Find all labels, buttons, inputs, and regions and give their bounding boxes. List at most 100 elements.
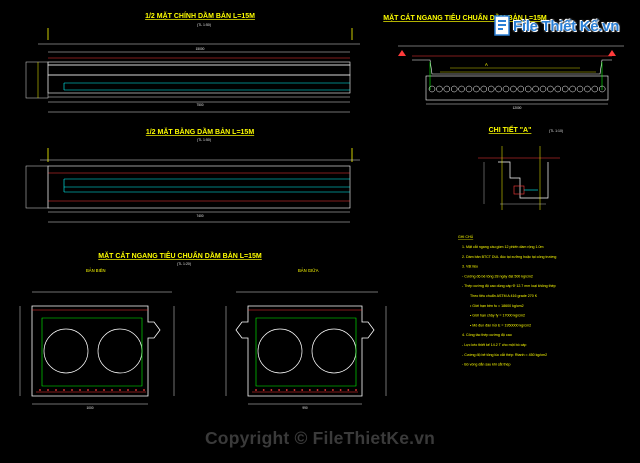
void-circle [576, 85, 584, 93]
copyright-footer: Copyright © FileThietKe.vn [204, 428, 436, 448]
strand-dot [111, 389, 113, 391]
void-circle [532, 85, 539, 93]
strand-dot [119, 389, 121, 391]
void-circle [480, 85, 488, 93]
right-strand-dots [255, 389, 357, 391]
strand-dot [143, 389, 145, 391]
site-logo[interactable]: File Thiết Kế.vn [513, 18, 620, 35]
void-circle [428, 85, 436, 93]
strand-dot [355, 389, 357, 391]
void-circle [450, 85, 458, 93]
strand-dot [103, 389, 105, 391]
void-circle [495, 85, 502, 93]
void-circle [517, 85, 525, 93]
detail-scale: (TL 1:10) [549, 129, 563, 133]
strand-dot [301, 389, 304, 391]
void-circle [584, 85, 591, 93]
void-circle [473, 85, 480, 93]
elevation-title: 1/2 MẶT CHÍNH DẦM BẢN L=15M [145, 10, 255, 20]
plan-length: 7400 [196, 214, 203, 218]
elevation-view: 1/2 MẶT CHÍNH DẦM BẢN L=15M (TL 1:50) 15… [25, 10, 360, 113]
note-line: - Cường độ bê tông 28 ngày đạt 500 kg/cm… [462, 274, 533, 278]
left-width: 1000 [86, 406, 93, 410]
note-line: • Giới hạn bền fu = 18600 kg/cm2 [470, 304, 524, 308]
note-line: Theo tiêu chuẩn ASTM A 416 grade 270 K [470, 294, 538, 298]
note-line: - Lực kéo thiết kế 14.2 T cho một bó cáp [462, 343, 526, 347]
plan-scale: (TL 1:50) [197, 138, 211, 142]
strand-dot [278, 389, 280, 391]
strand-dot [47, 389, 49, 391]
strand-dot [63, 389, 65, 391]
logo-icon [491, 14, 513, 38]
void-circle [443, 85, 451, 93]
right-label: BẢN GIỮA [298, 268, 319, 273]
top-section-width: 12000 [513, 106, 522, 110]
note-line: 1. Mặt cắt ngang cầu gồm 12 phiến dầm rộ… [462, 244, 544, 249]
right-width: 990 [302, 406, 308, 410]
strand-dot [55, 389, 57, 391]
strand-dot [135, 389, 137, 391]
note-line: • Giới hạn chảy fy = 17000 kg/cm2 [470, 314, 525, 318]
strand-dot [324, 389, 327, 391]
notes-heading: GHI CHÚ [458, 234, 474, 239]
strand-dot [332, 389, 334, 391]
strand-dot [87, 389, 89, 391]
middle-slab: 990 [225, 291, 387, 410]
strand-dot [347, 389, 350, 391]
note-line: - Thép cường độ cao dùng cáp Φ 12.7 mm l… [462, 284, 556, 288]
note-line: 4. Công tác thép cường độ cao [462, 333, 512, 337]
elevation-half: 7500 [196, 103, 203, 107]
note-line: 3. Vật liệu [462, 265, 478, 269]
plan-view: 1/2 MẶT BẰNG DẦM BẢN L=15M (TL 1:50) 740… [25, 126, 360, 223]
strand-dot [255, 389, 257, 391]
strand-dot [95, 389, 97, 391]
strand-dot [71, 389, 73, 391]
top-section-title: MẶT CẮT NGANG TIÊU CHUẨN DẦM BẢN L=15M [383, 12, 547, 22]
note-line: 2. Dầm bản BTCT DUL đúc tại xưởng hoặc t… [462, 255, 556, 259]
plan-title: 1/2 MẶT BẰNG DẦM BẢN L=15M [146, 126, 254, 136]
bottom-section-title: MẶT CẮT NGANG TIÊU CHUẨN DẦM BẢN L=15M [98, 250, 262, 260]
strand-dot [293, 389, 296, 391]
note-line: - Bó vòng dẫn sau khi cắt thép [462, 362, 511, 367]
strand-dot [127, 389, 129, 391]
elevation-scale: (TL 1:50) [197, 23, 211, 27]
note-line: • Mô đun đàn hồi E = 1950000 kg/cm2 [470, 323, 531, 327]
strand-dot [308, 389, 311, 391]
note-line: - Cường độ bê tông lúc cắt thép: Rtanh =… [462, 352, 547, 357]
void-circle [487, 85, 495, 93]
void-circle [539, 85, 547, 93]
notes-list: 1. Mặt cắt ngang cầu gồm 12 phiến dầm rộ… [462, 244, 556, 367]
strand-dot [339, 389, 342, 391]
top-section-view: MẶT CẮT NGANG TIÊU CHUẨN DẦM BẢN L=15M A… [383, 12, 624, 110]
left-strand-dots [39, 389, 145, 391]
edge-slab: 1000 [19, 291, 175, 410]
void-circle [436, 85, 443, 93]
bottom-section-scale: (TL 1:20) [177, 262, 191, 266]
elevation-length: 15000 [196, 47, 205, 51]
void-circle [569, 85, 576, 93]
strand-dot [270, 389, 273, 391]
strand-dot [285, 389, 288, 391]
void-circle [591, 85, 599, 93]
void-circle [465, 85, 473, 93]
void-circle [524, 85, 532, 93]
void-circle [458, 85, 465, 93]
void-circle [510, 85, 517, 93]
strand-dot [316, 389, 319, 391]
strand-dot [79, 389, 81, 391]
void-circle [547, 85, 554, 93]
top-section-a: A [485, 62, 488, 67]
void-circle [598, 85, 606, 93]
left-label: BẢN BIÊN [86, 268, 106, 273]
top-section-voids [428, 85, 606, 93]
detail-title: CHI TIẾT "A" [489, 124, 532, 134]
bottom-section-view: MẶT CẮT NGANG TIÊU CHUẨN DẦM BẢN L=15M (… [19, 250, 387, 410]
void-circle [554, 85, 562, 93]
void-circle [502, 85, 510, 93]
notes-block: GHI CHÚ 1. Mặt cắt ngang cầu gồm 12 phiế… [458, 234, 556, 367]
void-circle [561, 85, 569, 93]
detail-a-view: CHI TIẾT "A" (TL 1:10) [478, 124, 563, 210]
strand-dot [39, 389, 41, 391]
strand-dot [262, 389, 265, 391]
